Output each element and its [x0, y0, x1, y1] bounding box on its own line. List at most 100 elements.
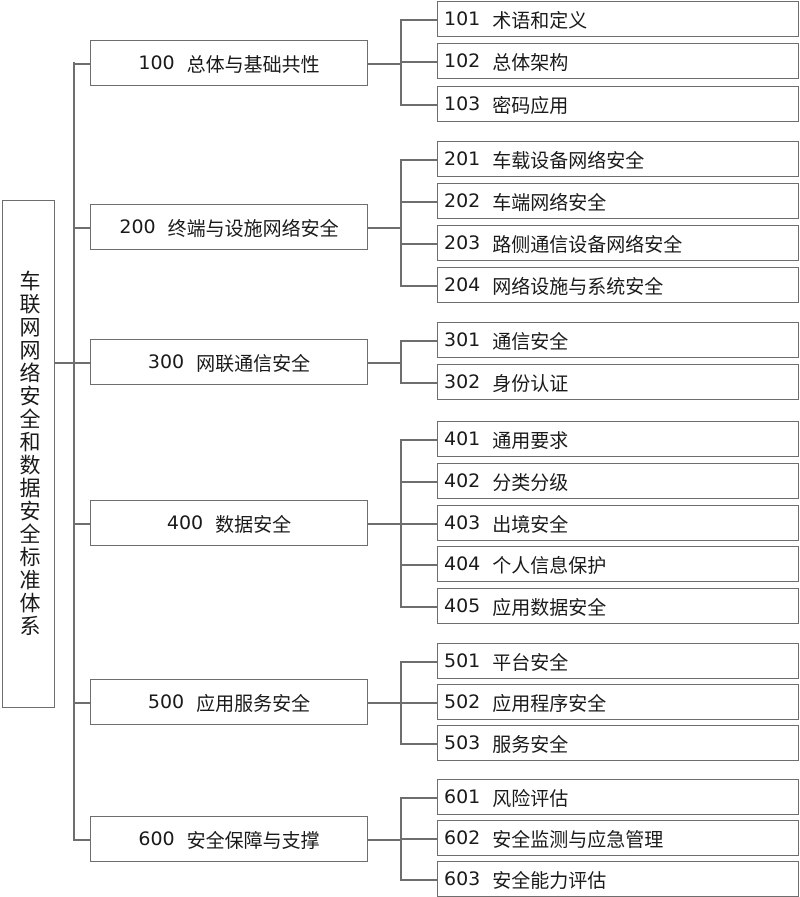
- category-connector: [368, 839, 400, 841]
- subcategory-code: 501: [444, 650, 481, 672]
- subcategory-label: 应用数据安全: [492, 596, 607, 619]
- subcategory-label: 个人信息保护: [492, 554, 607, 577]
- subcategory-code: 601: [444, 786, 481, 808]
- subcategory-label: 总体架构: [492, 51, 569, 74]
- category-label: 数据安全: [215, 513, 292, 536]
- child-connector: [400, 382, 437, 384]
- child-connector: [400, 797, 437, 799]
- category-connector: [368, 63, 400, 65]
- root-connector: [55, 362, 73, 364]
- subcategory-node-503: 503 服务安全: [437, 725, 799, 761]
- subcategory-node-603: 603 安全能力评估: [437, 861, 799, 897]
- subcategory-code: 404: [444, 553, 481, 575]
- subcategory-node-402: 402 分类分级: [437, 463, 799, 499]
- subcategory-code: 502: [444, 691, 481, 713]
- subcategory-code: 302: [444, 371, 481, 393]
- subcategory-label: 出境安全: [492, 513, 569, 536]
- category-node-300: 300 网联通信安全: [90, 339, 368, 385]
- subcategory-label: 车载设备网络安全: [492, 149, 645, 172]
- category-code: 600: [138, 828, 175, 850]
- child-connector: [400, 838, 437, 840]
- subcategory-code: 603: [444, 868, 481, 890]
- child-connector: [400, 61, 437, 63]
- subcategory-code: 202: [444, 190, 481, 212]
- subcategory-node-403: 403 出境安全: [437, 505, 799, 541]
- subcategory-code: 602: [444, 827, 481, 849]
- subcategory-code: 402: [444, 470, 481, 492]
- child-connector: [400, 661, 437, 663]
- category-code: 100: [138, 52, 175, 74]
- subcategory-code: 401: [444, 428, 481, 450]
- child-connector: [400, 201, 437, 203]
- bracket-line: [400, 340, 402, 382]
- subcategory-code: 101: [444, 8, 481, 30]
- category-connector: [368, 702, 400, 704]
- child-connector: [400, 19, 437, 21]
- child-connector: [400, 285, 437, 287]
- subcategory-node-404: 404 个人信息保护: [437, 546, 799, 582]
- subcategory-label: 安全监测与应急管理: [492, 828, 664, 851]
- child-connector: [400, 879, 437, 881]
- subcategory-node-101: 101 术语和定义: [437, 1, 799, 37]
- subcategory-code: 403: [444, 512, 481, 534]
- subcategory-code: 204: [444, 274, 481, 296]
- subcategory-label: 分类分级: [492, 471, 569, 494]
- bracket-line: [400, 439, 402, 606]
- subcategory-node-202: 202 车端网络安全: [437, 183, 799, 219]
- root-title: 车联网网络安全和数据安全标准体系: [17, 270, 41, 638]
- trunk-branch: [73, 227, 90, 229]
- subcategory-label: 术语和定义: [492, 9, 588, 32]
- child-connector: [400, 439, 437, 441]
- trunk-branch: [73, 63, 90, 65]
- subcategory-node-502: 502 应用程序安全: [437, 684, 799, 720]
- child-connector: [400, 340, 437, 342]
- subcategory-node-102: 102 总体架构: [437, 43, 799, 79]
- child-connector: [400, 564, 437, 566]
- subcategory-label: 服务安全: [492, 733, 569, 756]
- subcategory-node-204: 204 网络设施与系统安全: [437, 267, 799, 303]
- child-connector: [400, 523, 437, 525]
- category-label: 应用服务安全: [196, 692, 311, 715]
- category-label: 安全保障与支撑: [186, 829, 320, 852]
- child-connector: [400, 606, 437, 608]
- category-node-400: 400 数据安全: [90, 500, 368, 546]
- subcategory-label: 平台安全: [492, 651, 569, 674]
- subcategory-node-401: 401 通用要求: [437, 421, 799, 457]
- subcategory-label: 网络设施与系统安全: [492, 275, 664, 298]
- subcategory-label: 车端网络安全: [492, 191, 607, 214]
- subcategory-node-501: 501 平台安全: [437, 643, 799, 679]
- root-node: 车联网网络安全和数据安全标准体系: [2, 200, 55, 708]
- child-connector: [400, 104, 437, 106]
- subcategory-label: 通用要求: [492, 429, 569, 452]
- subcategory-code: 103: [444, 93, 481, 115]
- child-connector: [400, 243, 437, 245]
- subcategory-label: 安全能力评估: [492, 869, 607, 892]
- trunk-line: [73, 62, 75, 840]
- category-label: 网联通信安全: [196, 352, 311, 375]
- child-connector: [400, 702, 437, 704]
- category-connector: [368, 523, 400, 525]
- category-connector: [368, 362, 400, 364]
- category-code: 500: [147, 691, 185, 713]
- category-code: 400: [166, 512, 204, 534]
- subcategory-label: 应用程序安全: [492, 692, 607, 715]
- category-code: 300: [147, 351, 185, 373]
- bracket-line: [400, 159, 402, 285]
- category-code: 200: [119, 216, 156, 238]
- child-connector: [400, 743, 437, 745]
- child-connector: [400, 481, 437, 483]
- subcategory-code: 503: [444, 732, 481, 754]
- category-node-500: 500 应用服务安全: [90, 679, 368, 725]
- subcategory-code: 102: [444, 50, 481, 72]
- subcategory-label: 通信安全: [492, 330, 569, 353]
- trunk-branch: [73, 839, 90, 841]
